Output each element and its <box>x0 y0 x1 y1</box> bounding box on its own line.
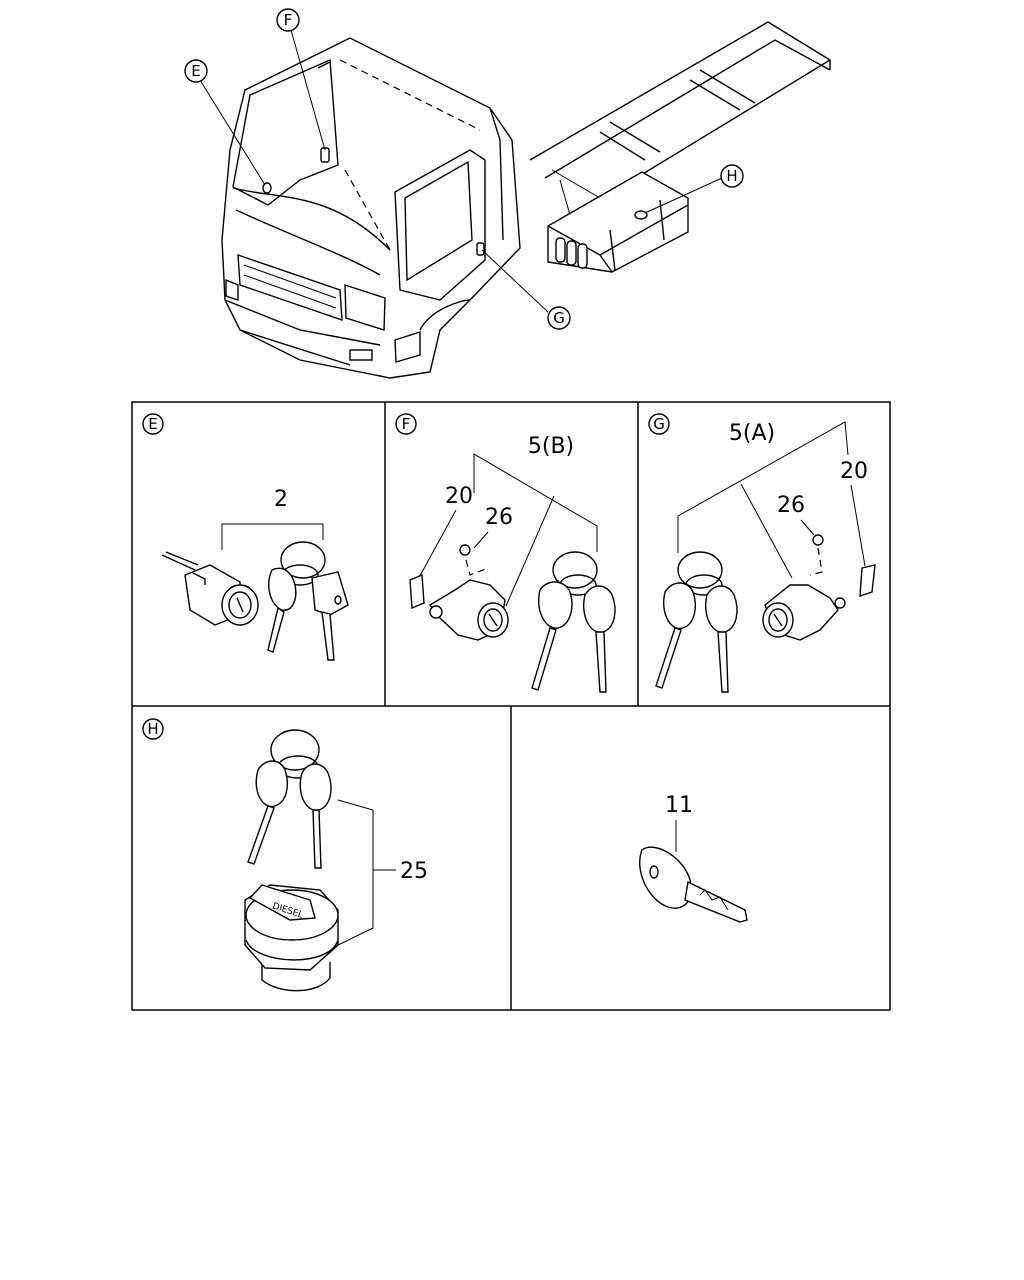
key-blank <box>639 846 748 923</box>
svg-text:F: F <box>402 415 411 433</box>
glovebox-lock-location <box>320 147 330 163</box>
leader-5A-b <box>740 483 793 579</box>
callout-H[interactable]: H <box>720 164 744 188</box>
callout-E[interactable]: E <box>184 59 208 83</box>
callout-leaders <box>199 29 723 313</box>
ignition-location <box>262 182 272 194</box>
panel-E: E 2 <box>142 413 349 661</box>
callout-G[interactable]: G <box>547 306 571 330</box>
svg-text:H: H <box>726 167 737 185</box>
fuel-filler-cap <box>634 210 648 220</box>
part-label-2: 2 <box>274 487 288 512</box>
door-lock-cylinder-F <box>409 544 509 641</box>
fuel-tank <box>547 171 689 273</box>
svg-text:F: F <box>284 11 293 29</box>
part-label-26: 26 <box>777 493 805 518</box>
leader-2 <box>221 523 324 550</box>
part-label-25: 25 <box>400 859 428 884</box>
key-set-E <box>267 541 349 661</box>
panel-F: F 5(B) 20 26 <box>395 413 616 693</box>
part-label-20: 20 <box>445 484 473 509</box>
part-label-5B: 5(B) <box>528 434 574 459</box>
part-label-20: 20 <box>840 459 868 484</box>
panel-key-blank: 11 <box>639 793 748 923</box>
leader-26 <box>473 531 489 549</box>
svg-text:H: H <box>147 720 158 738</box>
svg-text:G: G <box>553 309 565 327</box>
cab <box>221 37 521 379</box>
key-set-G <box>655 551 738 693</box>
leader-5A-a <box>677 421 849 553</box>
part-label-26: 26 <box>485 505 513 530</box>
panel-G-callout: G <box>648 413 670 435</box>
panel-grid <box>131 401 891 1011</box>
fuel-cap: DIESEL <box>244 884 339 992</box>
leader-26 <box>800 519 815 536</box>
panel-H: H DIESEL 25 <box>142 718 428 992</box>
key-set-F <box>531 551 616 693</box>
leader-20 <box>850 484 866 567</box>
leader-5B-b <box>505 495 555 607</box>
svg-text:E: E <box>148 415 157 433</box>
svg-text:G: G <box>653 415 665 433</box>
part-label-11: 11 <box>665 793 693 818</box>
leader-20 <box>415 509 457 584</box>
leader-5B-a <box>473 453 598 552</box>
ignition-lock-cylinder <box>161 551 259 626</box>
panel-G: G 5(A) 20 26 <box>648 413 876 693</box>
panel-F-callout: F <box>395 413 417 435</box>
key-set-H <box>247 729 332 869</box>
callout-F[interactable]: F <box>276 8 300 32</box>
door-lock-cylinder-G <box>762 534 876 641</box>
part-label-5A: 5(A) <box>729 421 775 446</box>
door-lock-location <box>476 242 485 256</box>
truck-illustration: E F G H <box>184 8 832 379</box>
panel-H-callout: H <box>142 718 164 740</box>
svg-text:E: E <box>191 62 200 80</box>
panel-E-callout: E <box>142 413 164 435</box>
leader-25 <box>337 799 374 946</box>
chassis-frame <box>529 21 832 216</box>
